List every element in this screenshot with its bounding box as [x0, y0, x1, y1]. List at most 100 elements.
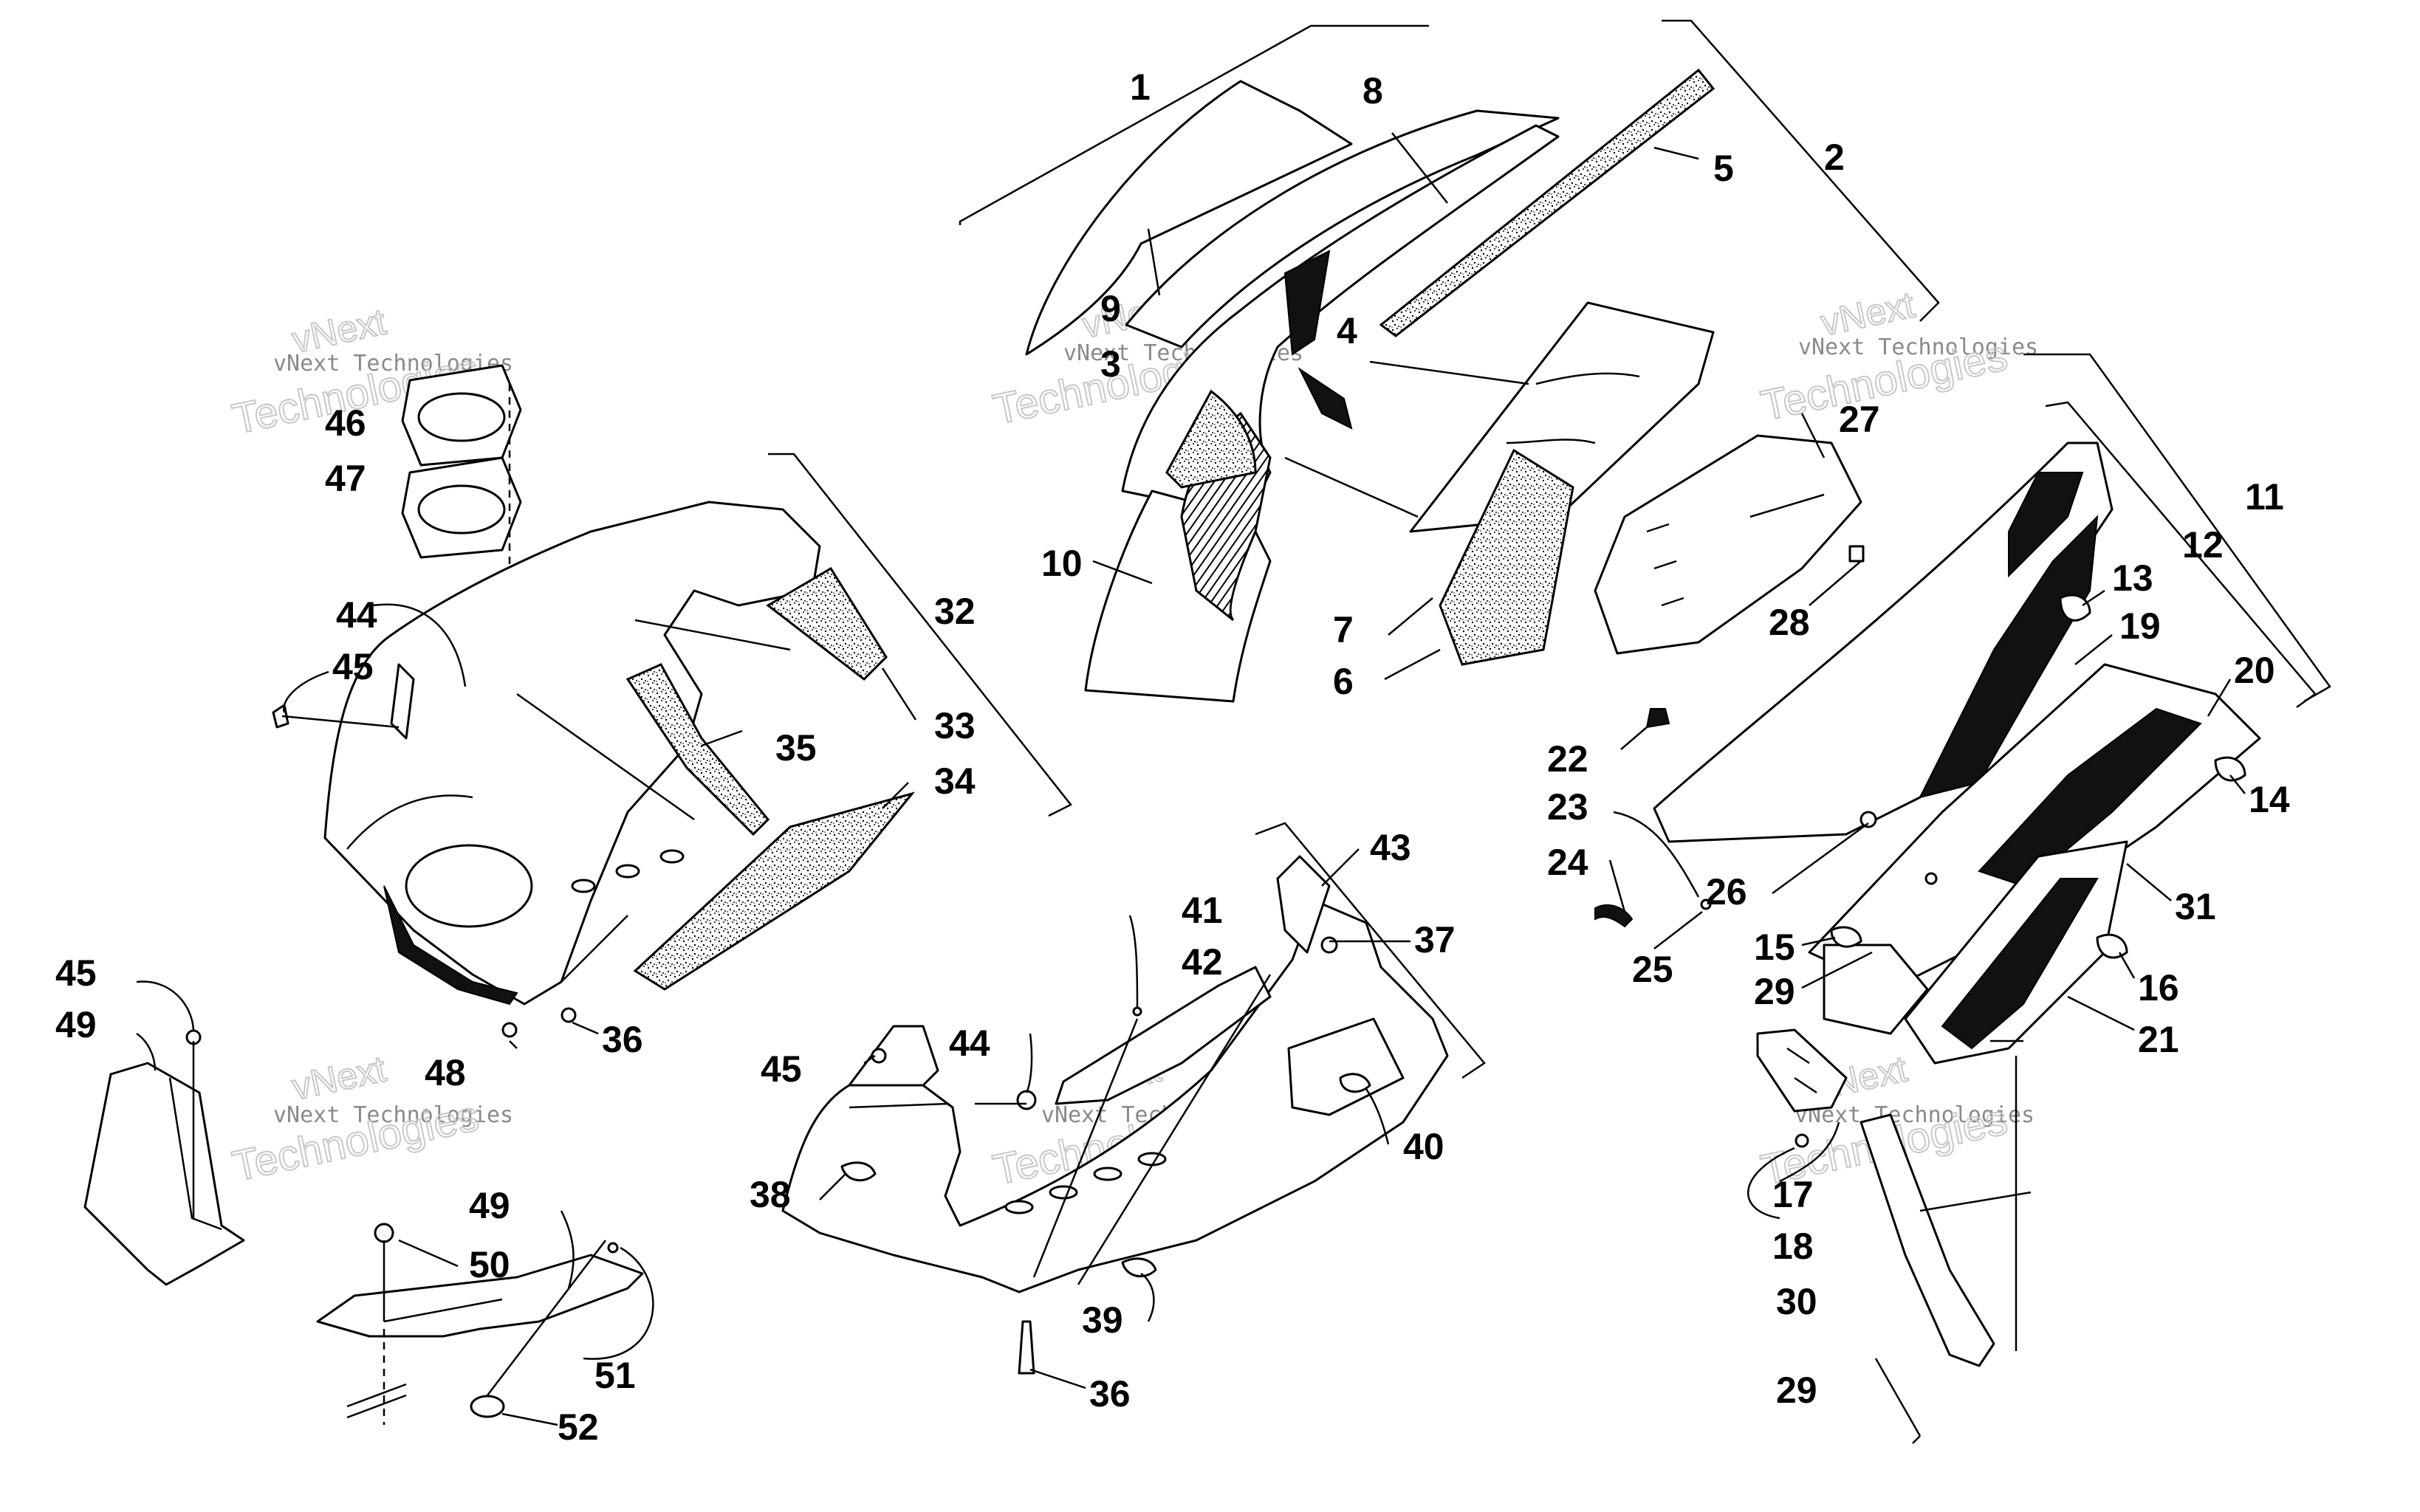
vent-slot	[571, 879, 596, 893]
callout-44a: 44	[336, 594, 377, 636]
clip-part	[1848, 545, 1865, 563]
callout-45c: 45	[761, 1048, 802, 1090]
leader-line	[1284, 456, 1419, 518]
fastener-part	[1924, 872, 1938, 885]
callout-42: 42	[1182, 941, 1223, 983]
foam-strip-part	[625, 663, 770, 836]
callout-17: 17	[1772, 1174, 1814, 1215]
leader-line	[1653, 146, 1699, 160]
vent-slot	[1004, 1200, 1034, 1214]
callout-44b: 44	[949, 1023, 990, 1064]
leader-line	[881, 667, 917, 721]
callout-46: 46	[325, 402, 366, 444]
foam-strip-part	[1379, 68, 1715, 337]
bracket-detail	[346, 1383, 407, 1419]
leader-line	[560, 1210, 575, 1289]
shield-detail	[168, 1077, 222, 1231]
leader-line	[1919, 1191, 2032, 1212]
foam-strip-part	[633, 791, 916, 991]
leader-line	[1801, 936, 1836, 946]
leader-line	[1608, 859, 1626, 913]
panel-slot	[1653, 560, 1677, 570]
bracket-detail	[383, 1298, 503, 1323]
nose-foam-part	[1165, 389, 1257, 489]
leader-line	[1388, 597, 1433, 636]
leader-line	[1032, 1018, 1139, 1278]
callout-20: 20	[2234, 650, 2275, 691]
foam-pad-part	[840, 1161, 877, 1182]
rivet-part	[1132, 1006, 1142, 1017]
leader-line	[516, 693, 695, 821]
callout-4: 4	[1337, 310, 1357, 351]
panel-slot	[1661, 597, 1684, 607]
side-trim-part	[1125, 109, 1560, 348]
decal-zr-part	[2008, 472, 2084, 578]
callout-6: 6	[1333, 661, 1354, 702]
leader-line	[1613, 811, 1700, 898]
rear-strip-part	[1859, 1113, 1995, 1367]
callout-3: 3	[1100, 343, 1121, 385]
leader-line	[1620, 726, 1648, 750]
callout-8: 8	[1362, 70, 1383, 111]
leader-line	[281, 715, 400, 729]
leader-line	[1874, 1358, 1922, 1437]
leader-line	[634, 619, 791, 651]
watermark-right-top: vNext vNext Technologies Technologies	[1756, 283, 2038, 430]
panel-slot	[1646, 523, 1670, 533]
vent-slot	[1137, 1152, 1167, 1166]
callout-28: 28	[1769, 602, 1810, 643]
fastener-part	[1859, 811, 1877, 828]
leader-line	[1128, 915, 1139, 1008]
fastener-part	[1016, 1090, 1037, 1110]
lower-bracket-part	[316, 1254, 644, 1338]
foam-block-part	[1439, 448, 1574, 666]
pan-mount-part	[1276, 855, 1331, 954]
leader-line	[509, 1040, 518, 1049]
vent-slot	[1093, 1166, 1122, 1181]
leader-line	[1025, 1033, 1033, 1093]
callout-11: 11	[2245, 476, 2284, 518]
hood-vent-part	[1298, 367, 1353, 430]
leader-line	[1809, 560, 1862, 606]
fastener-part	[561, 1007, 577, 1023]
callout-41: 41	[1182, 890, 1223, 931]
callout-27: 27	[1839, 399, 1880, 440]
leader-line	[372, 603, 467, 687]
leader-line	[583, 1246, 654, 1360]
hood-insert-part	[1283, 250, 1331, 356]
callout-12: 12	[2182, 524, 2224, 566]
leader-line	[863, 1054, 876, 1065]
callout-36a: 36	[602, 1019, 643, 1060]
rivet-part	[1700, 898, 1712, 910]
callout-36b: 36	[1089, 1373, 1131, 1415]
leader-line	[2082, 589, 2105, 607]
pan-rail-part	[1055, 966, 1272, 1105]
callout-40: 40	[1403, 1126, 1444, 1167]
callout-47: 47	[325, 458, 366, 499]
leader-line	[2118, 952, 2136, 979]
fastener-part	[1320, 936, 1338, 954]
leader-line	[1369, 360, 1529, 385]
callout-30: 30	[1776, 1281, 1817, 1322]
upper-side-panel-part	[1653, 441, 2114, 843]
leader-line	[1772, 822, 1869, 895]
leader-line	[1077, 974, 1272, 1285]
rivet-part	[607, 1242, 619, 1254]
callout-24: 24	[1547, 842, 1588, 883]
gasket-ring	[417, 484, 506, 535]
foam-pad-part	[2059, 594, 2091, 622]
watermark-text: vNext Technologies	[1798, 334, 2038, 360]
leader-line	[849, 1102, 950, 1109]
leader-line	[136, 980, 195, 1031]
callout-45b: 45	[55, 952, 97, 994]
leader-line	[2067, 995, 2135, 1031]
bracket-2	[1662, 19, 1940, 322]
belly-pan-assembly	[781, 822, 1486, 1389]
callout-32: 32	[934, 591, 976, 632]
leader-line	[1092, 560, 1153, 585]
callout-33: 33	[934, 705, 976, 746]
callout-43: 43	[1370, 827, 1411, 868]
belly-pan-part	[781, 899, 1449, 1293]
callout-37: 37	[1414, 919, 1456, 961]
fastener-part	[1795, 1133, 1809, 1148]
